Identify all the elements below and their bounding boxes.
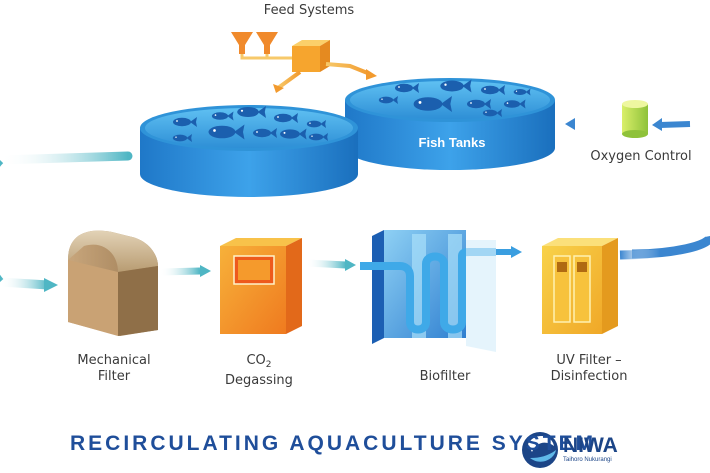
biofilter-unit [360,230,496,352]
uv-filter-label-line1: UV Filter – [556,353,622,368]
feed-system [231,32,377,93]
co2-degassing-label: CO2 Degassing [214,353,304,389]
co2-label-line2: Degassing [225,373,293,388]
fish-tank-left [140,105,358,197]
return-flow-arrow-left [0,151,133,292]
mechanical-filter-label-line1: Mechanical [77,353,151,368]
mechanical-filter-label-line2: Filter [97,369,131,384]
co2-text: CO [246,353,266,368]
feed-funnel-icon [231,32,278,54]
uv-filter-label: UV Filter – Disinfection [536,353,642,385]
niwa-logo-icon [522,432,558,468]
feeder-box [292,40,330,72]
co2-degassing-unit [220,238,302,334]
fish-tank-right [345,78,555,170]
uv-filter-label-line2: Disinfection [550,369,628,384]
niwa-logo: NIWA Taihoro Nukurangi [563,434,618,464]
biofilter-label: Biofilter [419,369,471,384]
feed-systems-label: Feed Systems [263,3,355,18]
co2-label-line1: CO2 [214,353,304,373]
diagram-title: RECIRCULATING AQUACULTURE SYSTEM [70,432,597,455]
return-flow-arrow-right [619,235,710,260]
process-flow-arrows [159,246,522,277]
oxygen-canister-icon [622,100,648,138]
co2-subscript: 2 [265,360,272,370]
logo-name: NIWA [563,434,618,457]
logo-tagline: Taihoro Nukurangi [563,457,612,463]
mechanical-filter-label: Mechanical Filter [64,353,164,385]
mechanical-filter [68,230,158,336]
fish-tanks-label: Fish Tanks [418,135,486,150]
oxygen-flow-arrows [565,118,710,131]
oxygen-control-label: Oxygen Control [590,149,692,164]
uv-filter-unit [542,238,618,334]
